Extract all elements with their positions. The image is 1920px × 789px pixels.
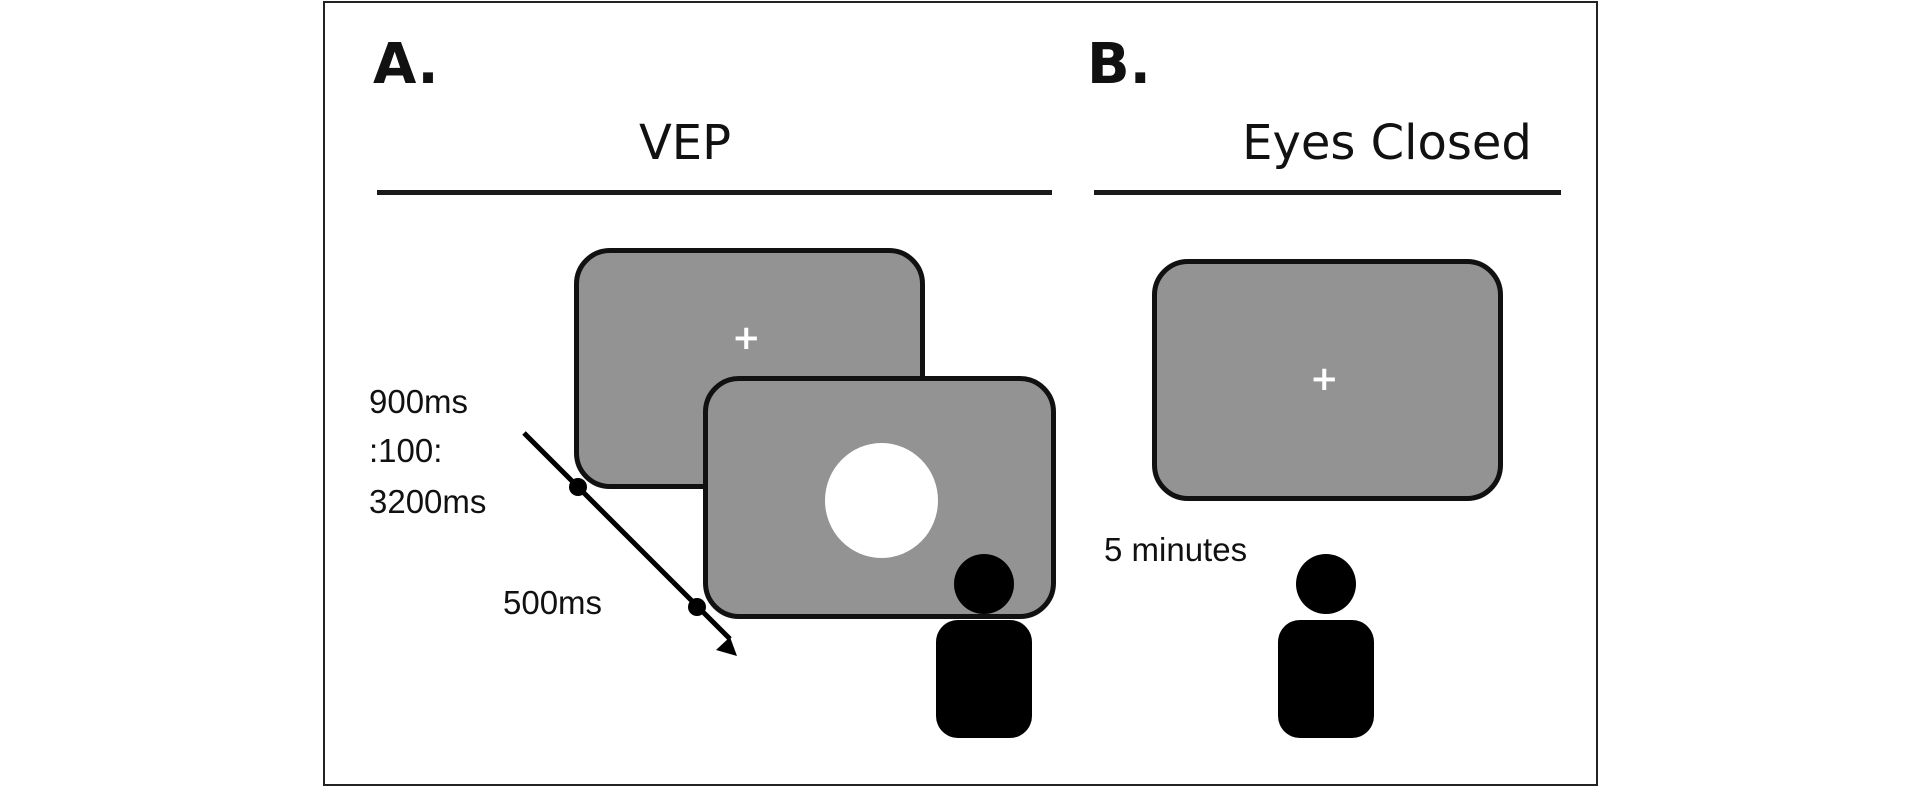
timeline-marker-offset <box>688 598 706 616</box>
iti-line-3: 3200ms <box>369 483 487 520</box>
panel-b-label: B. <box>1087 32 1151 97</box>
timeline-arrow-icon <box>522 431 737 656</box>
figure-frame: A. VEP + 900ms :100: 3200ms 500ms B. Eye… <box>323 1 1598 786</box>
person-head <box>1296 554 1356 614</box>
fixation-cross-icon: + <box>1310 359 1339 399</box>
panel-b-title: Eyes Closed <box>1242 115 1532 171</box>
person-body <box>1278 620 1374 738</box>
person-body <box>936 620 1032 738</box>
iti-line-1: 900ms <box>369 383 469 420</box>
fixation-cross-icon: + <box>732 318 761 358</box>
eyes-closed-duration-label: 5 minutes <box>1104 531 1248 568</box>
person-head <box>954 554 1014 614</box>
panel-a-title: VEP <box>638 115 732 171</box>
panel-a-label: A. <box>373 32 439 97</box>
iti-line-2: :100: <box>369 432 443 469</box>
panel-a-divider <box>377 190 1052 195</box>
panel-b-divider <box>1094 190 1561 195</box>
stim-duration-label: 500ms <box>503 584 603 621</box>
timeline-marker-onset <box>569 478 587 496</box>
eyes-closed-screen: + <box>1152 259 1503 501</box>
white-disc-stimulus <box>825 443 938 558</box>
